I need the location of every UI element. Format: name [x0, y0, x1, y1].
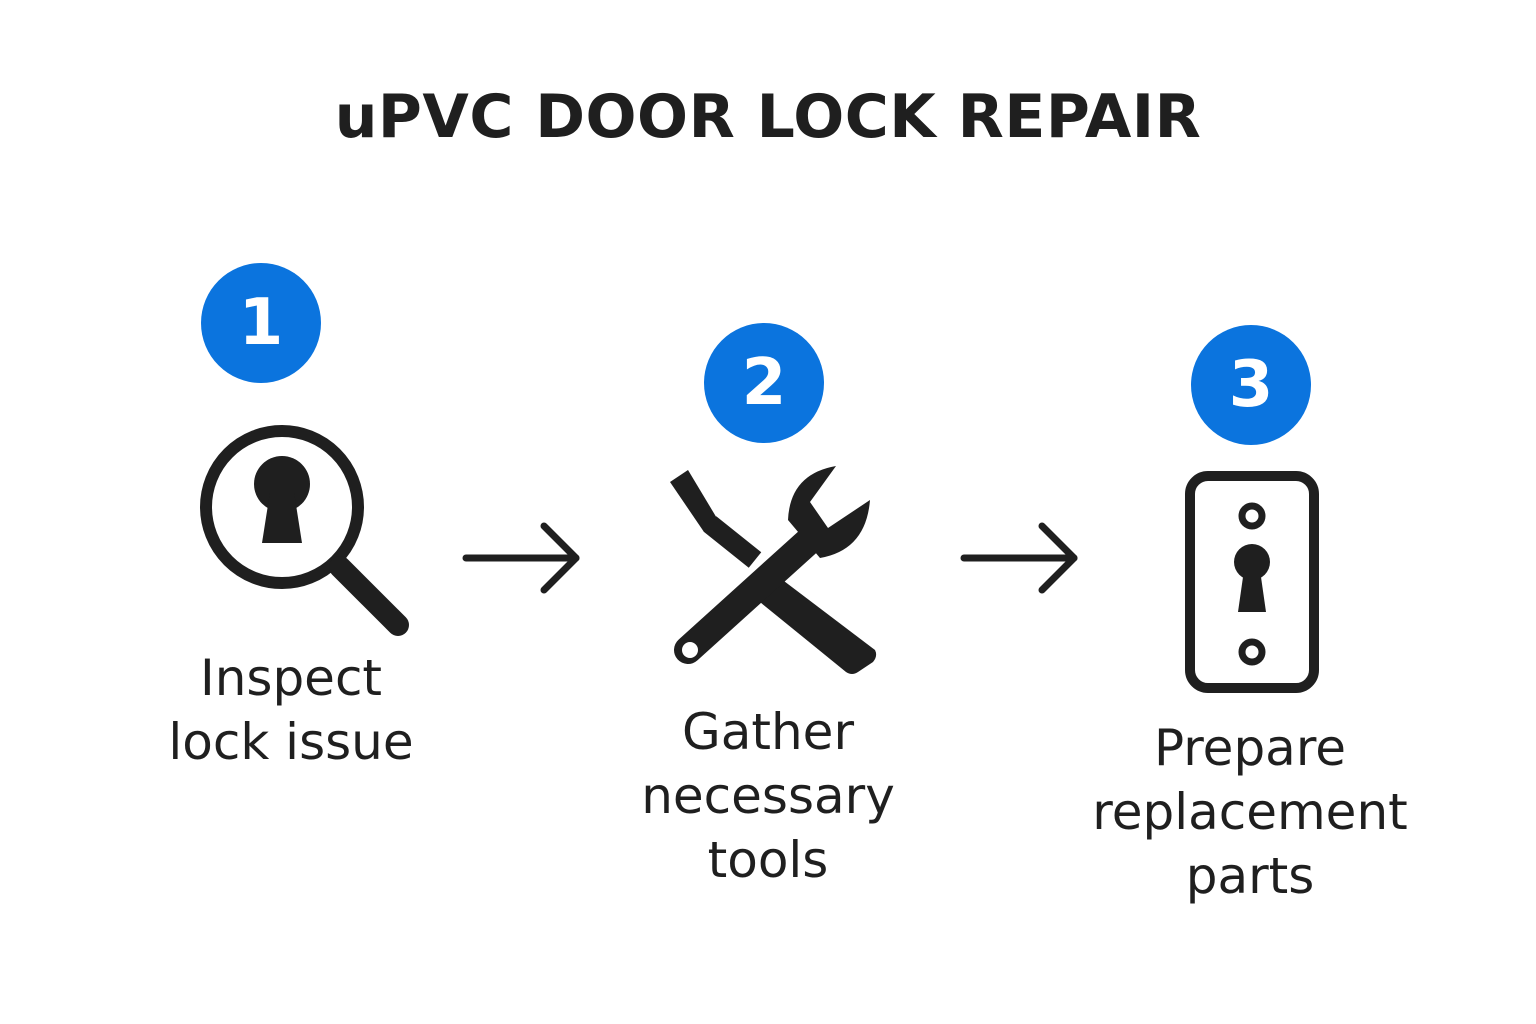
step-2-label: Gather necessary tools	[568, 700, 968, 892]
screwdriver-wrench-icon	[670, 466, 877, 674]
step-3-number-badge: 3	[1191, 325, 1311, 445]
step-1-label: Inspect lock issue	[91, 646, 491, 774]
arrow-right-icon	[462, 522, 580, 594]
step-2-label-line: tools	[707, 831, 829, 889]
step-1-number-badge: 1	[201, 263, 321, 383]
step-3-label-line: Prepare	[1153, 719, 1347, 777]
step-3-label: Prepare replacement parts	[1050, 716, 1450, 908]
step-3-label-line: parts	[1185, 847, 1315, 905]
magnifier-keyhole-icon	[200, 425, 409, 636]
step-2-number-badge: 2	[704, 323, 824, 443]
step-3-label-line: replacement	[1092, 783, 1408, 841]
arrow-right-icon	[960, 522, 1078, 594]
step-2-label-line: Gather	[682, 703, 854, 761]
lock-plate-icon	[1185, 471, 1319, 693]
step-1-label-line: lock issue	[168, 713, 414, 771]
step-2-label-line: necessary	[641, 767, 895, 825]
diagram-title: uPVC DOOR LOCK REPAIR	[334, 82, 1202, 152]
step-1-label-line: Inspect	[199, 649, 383, 707]
